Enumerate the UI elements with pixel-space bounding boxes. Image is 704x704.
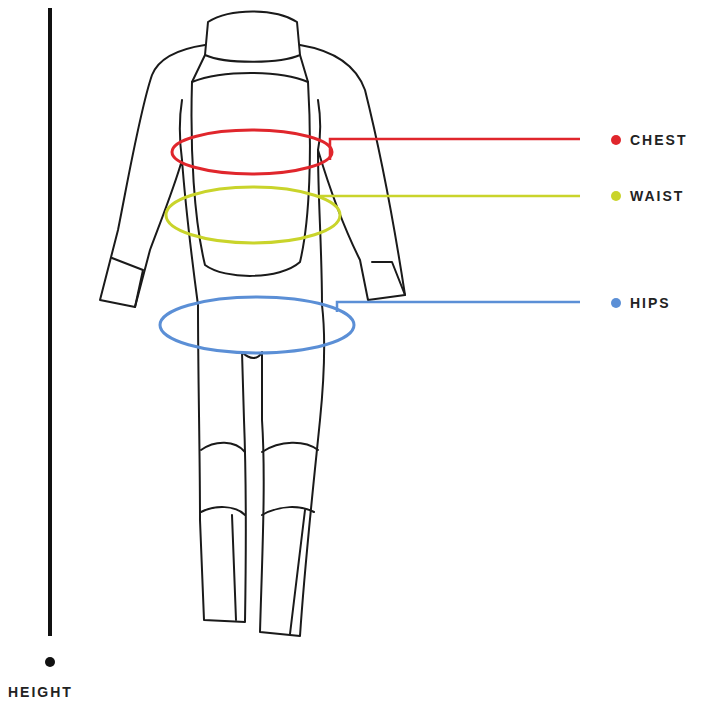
hips-dot <box>611 298 621 308</box>
chest-dot <box>611 135 621 145</box>
chest-leader-line <box>330 139 580 160</box>
measure-label: WAIST <box>630 187 684 205</box>
measure-label: CHEST <box>630 131 687 149</box>
height-label: HEIGHT <box>8 683 73 701</box>
wetsuit-body <box>100 45 405 636</box>
chest-measure-ring <box>172 130 332 174</box>
waist-leader-line <box>318 195 580 198</box>
knee-seam <box>201 443 318 515</box>
shoulder-seam <box>192 55 308 82</box>
hips-measure-ring <box>160 297 354 353</box>
side-seam <box>232 510 305 634</box>
height-dot <box>45 657 55 667</box>
height-line <box>48 8 52 636</box>
waist-measure-ring <box>166 187 340 243</box>
wrist-cuff <box>112 258 405 307</box>
measure-label: HIPS <box>630 294 671 312</box>
waist-dot <box>611 191 621 201</box>
wetsuit-collar <box>205 12 300 62</box>
hips-leader-line <box>337 302 580 312</box>
